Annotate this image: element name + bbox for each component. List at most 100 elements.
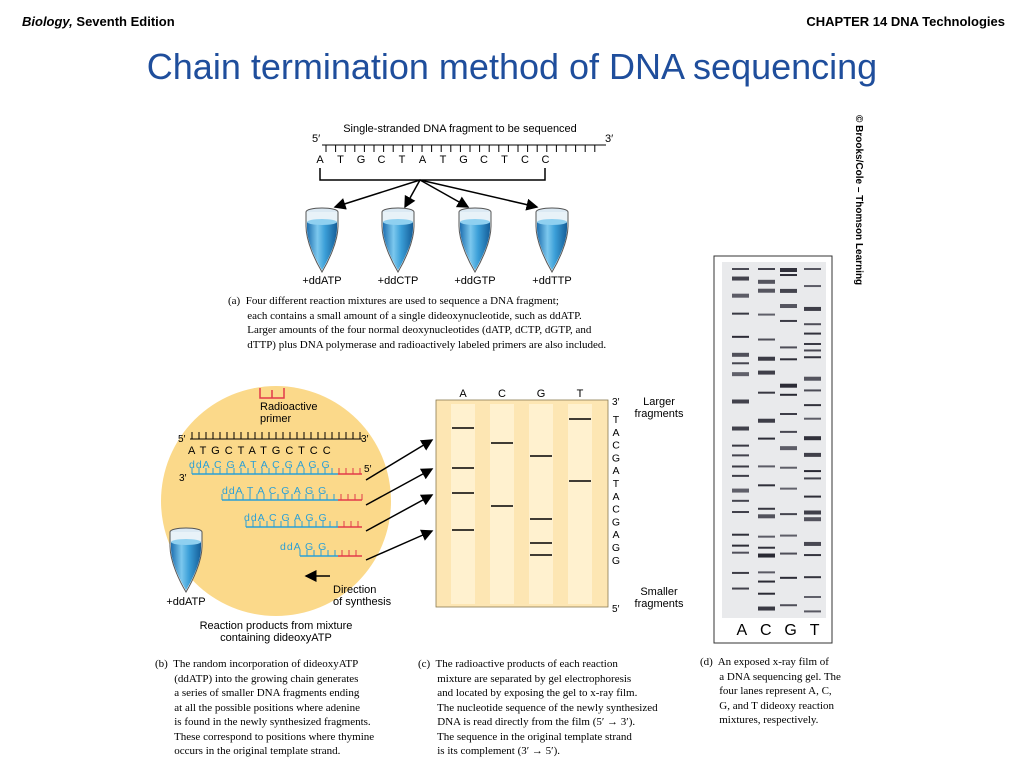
arrow-to-tube-1: [333, 179, 421, 210]
xray-lane-labels: A C G T: [730, 622, 826, 640]
larger-label-2: fragments: [635, 408, 684, 420]
caption-a: (a) Four different reaction mixtures are…: [228, 295, 607, 351]
template-base: T: [399, 154, 406, 166]
xray-band: [732, 444, 749, 447]
xray-band: [804, 610, 821, 613]
xray-band: [758, 571, 775, 574]
xray-band: [780, 288, 797, 293]
xray-band: [758, 418, 775, 423]
xray-band: [732, 352, 749, 357]
tube-icon: [458, 207, 492, 273]
xray-band: [732, 268, 749, 270]
xray-band: [758, 356, 775, 361]
template-sequence: A T G C T A T G C T C C: [188, 445, 332, 457]
xray-band: [758, 535, 775, 538]
smaller-label-1: Smaller: [640, 586, 678, 598]
xray-band: [758, 370, 775, 375]
xray-bands: [732, 268, 821, 613]
template-base: C: [542, 154, 550, 166]
xray-band: [804, 342, 821, 345]
xray-band: [732, 465, 749, 468]
strand-label: Single-stranded DNA fragment to be seque…: [343, 123, 577, 135]
tube-label: +ddTTP: [532, 275, 571, 287]
xray-band: [732, 426, 749, 431]
template-base: G: [357, 154, 366, 166]
xray-band: [780, 534, 797, 537]
gel-lane-t: [568, 404, 592, 604]
tube-label: +ddATP: [166, 596, 205, 608]
xray-band: [732, 362, 749, 365]
xray-band: [732, 454, 749, 457]
xray-band: [732, 511, 749, 514]
lane-label-g: G: [537, 388, 546, 400]
xray-band: [804, 349, 821, 352]
xray-band: [732, 488, 749, 493]
read-base: A: [612, 529, 619, 541]
read-base: A: [612, 465, 619, 477]
xray-band: [804, 470, 821, 473]
read-base: C: [612, 504, 620, 516]
xray-band: [758, 313, 775, 316]
slide-title: Chain termination method of DNA sequenci…: [146, 46, 878, 87]
xray-band: [780, 466, 797, 469]
xray-lane-c: C: [759, 622, 772, 639]
xray-band: [732, 544, 749, 547]
xray-band: [758, 507, 775, 510]
fragment-ticks: [191, 468, 363, 556]
fragment-3: ddA C G A G G: [244, 512, 328, 524]
xray-band: [780, 268, 797, 272]
xray-band: [804, 332, 821, 335]
five-prime-label: 5′: [312, 133, 320, 145]
xray-band: [732, 293, 749, 298]
fragment-2: ddA T A C G A G G: [222, 485, 327, 497]
xray-band: [804, 576, 821, 579]
arrow-to-tube-4: [419, 179, 539, 211]
xray-band: [732, 399, 749, 404]
xray-band: [804, 436, 821, 441]
xray-band: [804, 477, 821, 480]
template-5-prime: 5′: [178, 434, 186, 445]
read-base: T: [613, 478, 620, 490]
xray-band: [780, 383, 797, 388]
arrow-to-gel: [365, 529, 434, 561]
xray-band: [804, 541, 821, 546]
xray-band: [732, 312, 749, 315]
gel-3-prime: 3′: [612, 397, 620, 408]
xray-band: [758, 391, 775, 394]
caption-b: (b) The random incorporation of dideoxyA…: [155, 658, 375, 757]
xray-band: [732, 533, 749, 536]
tube-label: +ddCTP: [378, 275, 419, 287]
xray-band: [780, 604, 797, 607]
right-5-prime: 5′: [364, 464, 372, 475]
xray-band: [804, 306, 821, 311]
book-title: Biology, Seventh Edition: [22, 14, 175, 29]
xray-band: [804, 452, 821, 457]
template-base: T: [440, 154, 447, 166]
products-label-1: Reaction products from mixture: [200, 620, 353, 632]
xray-band: [758, 465, 775, 468]
xray-band: [758, 546, 775, 549]
lane-label-a: A: [459, 388, 467, 400]
xray-band: [780, 446, 797, 451]
read-base: C: [612, 440, 620, 452]
xray-band: [780, 576, 797, 579]
direction-label-2: of synthesis: [333, 596, 392, 608]
xray-band: [804, 285, 821, 288]
xray-band: [804, 268, 821, 270]
xray-band: [732, 372, 749, 377]
xray-band: [758, 484, 775, 487]
xray-band: [758, 268, 775, 270]
arrow-to-tube-2: [404, 179, 421, 209]
template-base: G: [459, 154, 468, 166]
xray-band: [780, 319, 797, 322]
xray-band: [758, 580, 775, 583]
smaller-label-2: fragments: [635, 598, 684, 610]
primer-label-2: primer: [260, 413, 292, 425]
xray-band: [804, 595, 821, 598]
xray-band: [804, 510, 821, 515]
xray-lane-t: T: [809, 622, 820, 639]
xray-band: [758, 437, 775, 440]
arrow-to-tube-3: [419, 179, 470, 208]
xray-band: [758, 553, 775, 558]
